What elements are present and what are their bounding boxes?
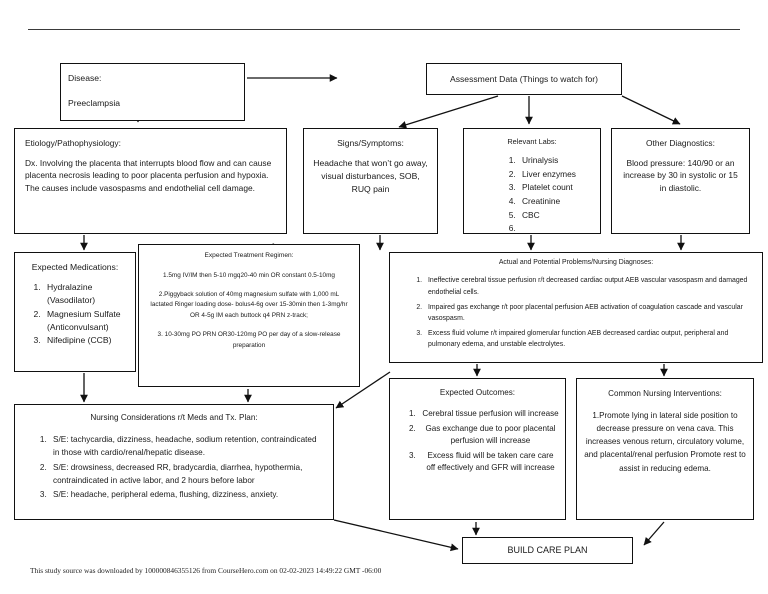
arrow-assessment-to-otherdx [621, 95, 681, 125]
regimen-title: Expected Treatment Regimen: [204, 252, 294, 259]
list-item: S/E: headache, peripheral edema, flushin… [49, 488, 325, 501]
list-item: Creatinine [518, 195, 576, 208]
medications-title: Expected Medications: [31, 262, 119, 272]
considerations-title: Nursing Considerations r/t Meds and Tx. … [90, 413, 258, 422]
arrow-assessment-to-signs [398, 95, 499, 129]
disease-value: Preeclampsia [68, 97, 121, 108]
assessment-title: Assessment Data (Things to watch for) [449, 73, 599, 84]
nursing-diagnoses-list: Ineffective cerebral tissue perfusion r/… [396, 275, 756, 350]
expected-outcomes-title: Expected Outcomes: [439, 388, 516, 397]
list-item: Magnesium Sulfate (Anticonvulsant) [43, 308, 129, 334]
interventions-body: 1.Promote lying in lateral side position… [584, 411, 746, 473]
list-item: Ineffective cerebral tissue perfusion r/… [424, 275, 756, 297]
arrow-interventions-to-buildplan [643, 521, 665, 546]
nursing-diagnoses-box: Actual and Potential Problems/Nursing Di… [389, 252, 763, 363]
coursehero-download-footer: This study source was downloaded by 1000… [30, 566, 382, 575]
nursing-interventions-box: Common Nursing Interventions: 1.Promote … [576, 378, 754, 520]
medications-list: Hydralazine (Vasodilator)Magnesium Sulfa… [21, 281, 129, 347]
nursing-considerations-box: Nursing Considerations r/t Meds and Tx. … [14, 404, 334, 520]
labs-list: UrinalysisLiver enzymesPlatelet countCre… [488, 154, 576, 236]
build-care-plan-label: BUILD CARE PLAN [507, 544, 588, 555]
expected-outcomes-box: Expected Outcomes: Cerebral tissue perfu… [389, 378, 566, 520]
list-item: Liver enzymes [518, 168, 576, 181]
list-item: Impaired gas exchange r/t poor placental… [424, 302, 756, 324]
labs-title: Relevant Labs: [507, 137, 557, 146]
assessment-data-box: Assessment Data (Things to watch for) [426, 63, 622, 95]
list-item: Cerebral tissue perfusion will increase [418, 408, 559, 421]
considerations-list: S/E: tachycardia, dizziness, headache, s… [23, 433, 325, 501]
nursing-diagnoses-title: Actual and Potential Problems/Nursing Di… [498, 259, 654, 266]
disease-label: Disease: [68, 73, 102, 83]
interventions-title: Common Nursing Interventions: [608, 389, 722, 398]
header-divider-rule [28, 29, 740, 30]
build-care-plan-box[interactable]: BUILD CARE PLAN [462, 537, 633, 564]
list-item: Excess fluid volume r/t impaired glomeru… [424, 328, 756, 350]
list-item: S/E: tachycardia, dizziness, headache, s… [49, 433, 325, 459]
regimen-line-2: 2.Piggyback solution of 40mg magnesium s… [150, 291, 348, 319]
list-item: Nifedipine (CCB) [43, 334, 129, 347]
expected-treatment-regimen-box: Expected Treatment Regimen: 1.5mg IV/IM … [138, 244, 360, 387]
list-item: Excess fluid will be taken care care off… [418, 450, 559, 475]
list-item: Hydralazine (Vasodilator) [43, 281, 129, 307]
list-item: S/E: drowsiness, decreased RR, bradycard… [49, 461, 325, 487]
signs-body: Headache that won’t go away, visual dist… [313, 157, 428, 194]
list-item: Gas exchange due to poor placental perfu… [418, 423, 559, 448]
signs-symptoms-box: Signs/Symptoms: Headache that won’t go a… [303, 128, 438, 234]
expected-outcomes-list: Cerebral tissue perfusion will increaseG… [396, 408, 559, 475]
regimen-line-3: 3. 10-30mg PO PRN OR30-120mg PO per day … [157, 331, 341, 349]
other-diagnostics-body: Blood pressure: 140/90 or an increase by… [623, 157, 738, 193]
other-diagnostics-title: Other Diagnostics: [646, 138, 715, 148]
list-item: Urinalysis [518, 154, 576, 167]
etiology-body: Dx. Involving the placenta that interrup… [25, 157, 272, 193]
expected-medications-box: Expected Medications: Hydralazine (Vasod… [14, 252, 136, 372]
relevant-labs-box: Relevant Labs: UrinalysisLiver enzymesPl… [463, 128, 601, 234]
list-item: Platelet count [518, 181, 576, 194]
list-item: CBC [518, 209, 576, 222]
other-diagnostics-box: Other Diagnostics: Blood pressure: 140/9… [611, 128, 750, 234]
signs-title: Signs/Symptoms: [337, 138, 404, 148]
etiology-title: Etiology/Pathophysiology: [25, 138, 121, 148]
arrow-considerations-to-buildplan [333, 519, 459, 552]
etiology-pathophysiology-box: Etiology/Pathophysiology: Dx. Involving … [14, 128, 287, 234]
regimen-line-1: 1.5mg IV/IM then 5-10 mgq20-40 min OR co… [163, 271, 335, 279]
list-item [518, 222, 576, 235]
disease-box: Disease: Preeclampsia [60, 63, 245, 121]
